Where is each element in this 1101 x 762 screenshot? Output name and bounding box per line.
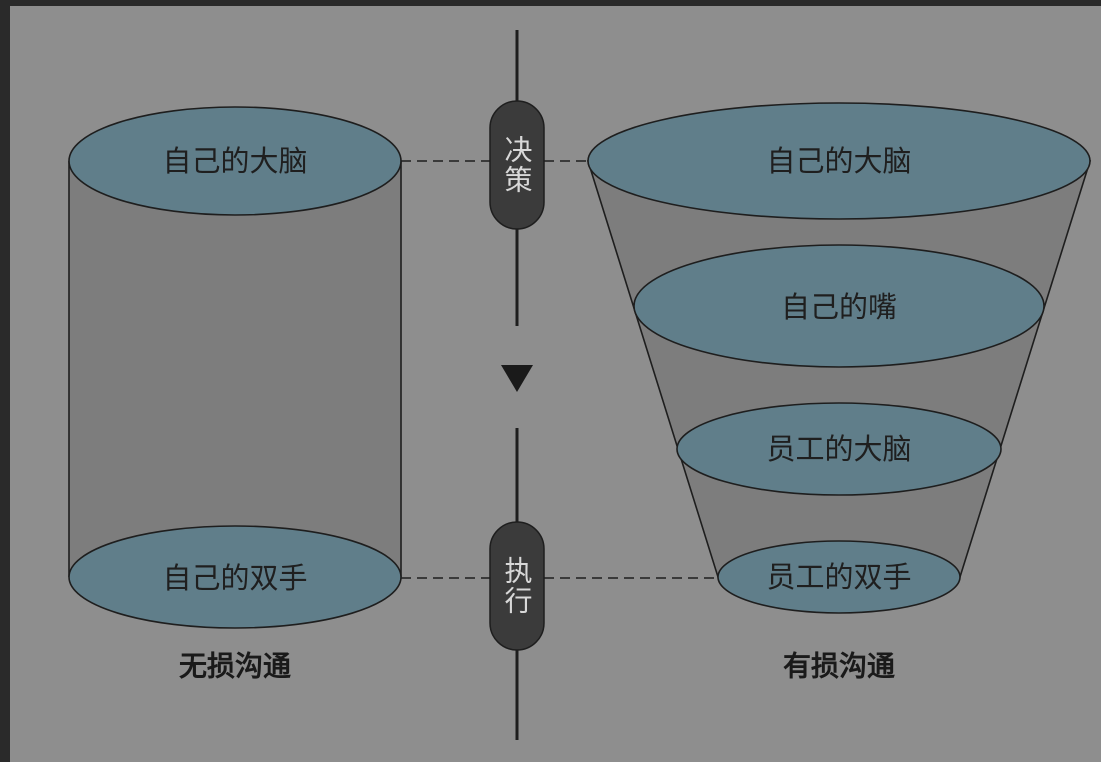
right-layer-2-label: 自己的嘴 (781, 290, 897, 324)
lossless-cylinder: 自己的大脑 自己的双手 (68, 106, 402, 629)
right-layer-4-label: 员工的双手 (766, 560, 911, 594)
funnel-layer-2-ellipse (633, 244, 1045, 368)
cylinder-bottom-ellipse (68, 525, 402, 629)
down-triangle-icon (501, 365, 533, 392)
left-bottom-label: 自己的双手 (162, 561, 307, 595)
left-top-label: 自己的大脑 (162, 144, 307, 178)
dashed-connectors (401, 160, 718, 579)
right-caption: 有损沟通 (783, 650, 895, 683)
execution-label: 执行 (501, 556, 534, 616)
lossy-funnel: 自己的大脑 自己的嘴 员工的大脑 员工的双手 (586, 102, 1092, 614)
execution-pill: 执行 (489, 521, 545, 651)
funnel-top-ellipse (587, 102, 1091, 220)
funnel-layer-3-ellipse (676, 402, 1002, 496)
decision-label: 决策 (501, 135, 534, 195)
right-layer-1-label: 自己的大脑 (766, 144, 911, 178)
funnel-bottom-ellipse (717, 540, 961, 614)
left-caption: 无损沟通 (179, 650, 291, 683)
cylinder-body (69, 161, 401, 577)
decision-pill: 决策 (489, 100, 545, 230)
right-layer-3-label: 员工的大脑 (766, 432, 911, 466)
